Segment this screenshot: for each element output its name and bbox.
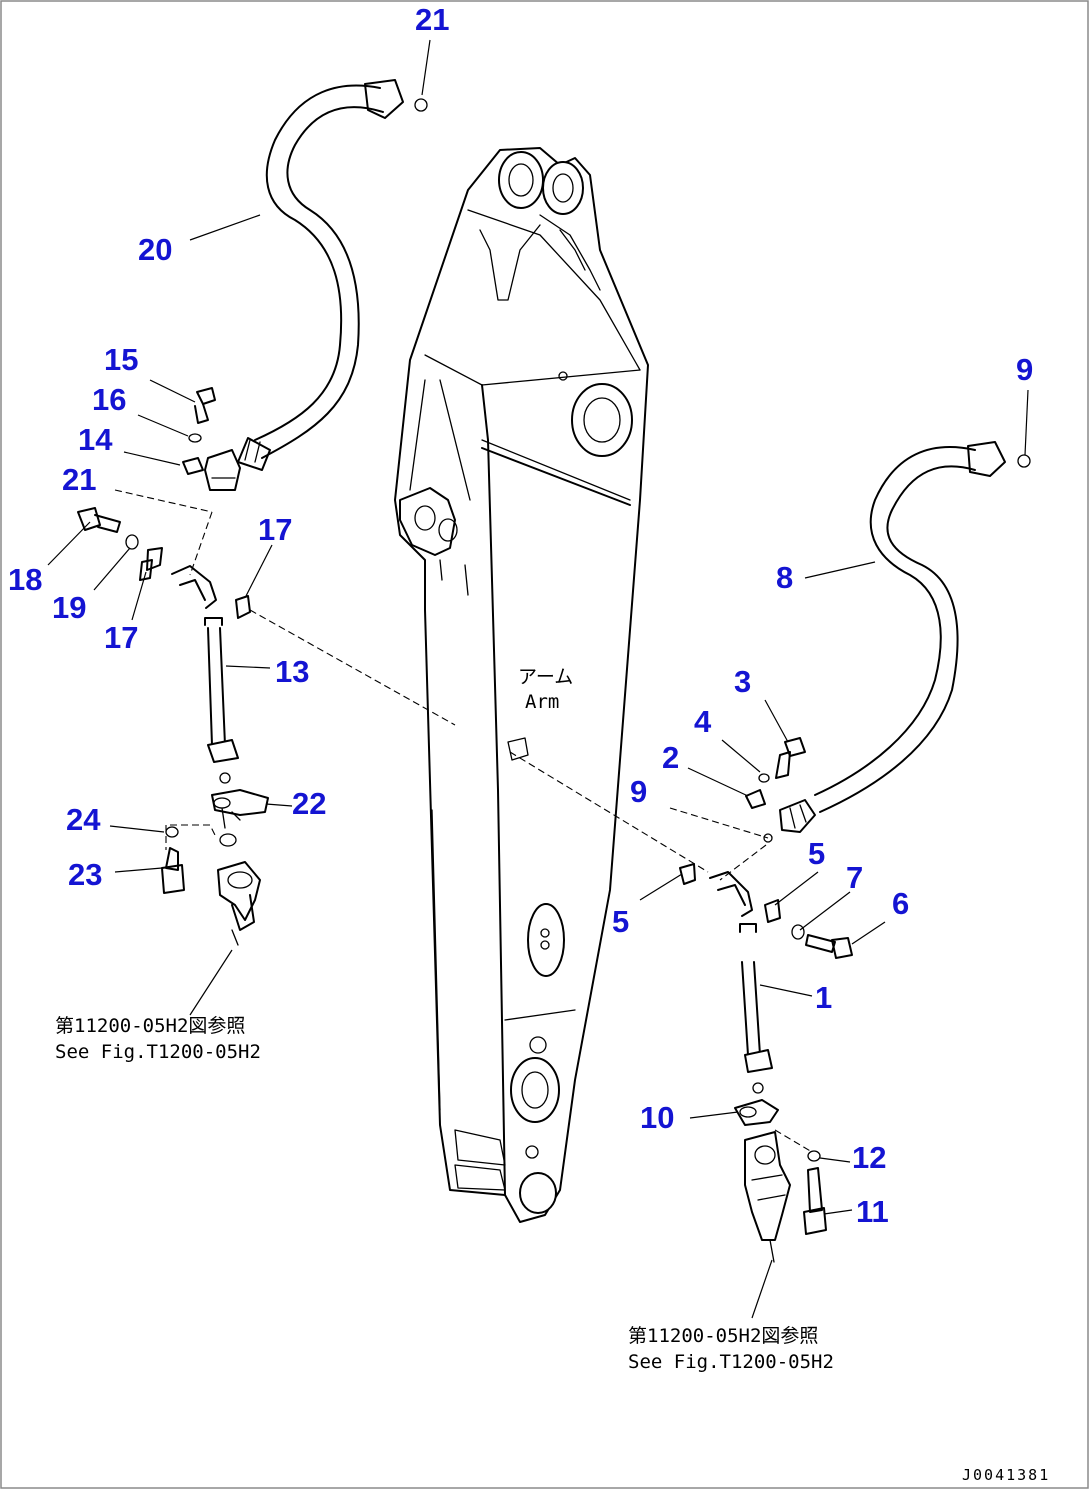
callout-22: 22 (292, 786, 326, 821)
callout-17-right: 17 (258, 512, 292, 547)
callout-6: 6 (892, 886, 909, 921)
callout-9-top: 9 (1016, 352, 1033, 387)
hose-8 (779, 441, 1006, 833)
callout-10: 10 (640, 1100, 674, 1135)
callout-19: 19 (52, 590, 86, 625)
callout-7: 7 (846, 860, 863, 895)
callout-numbers: 21 20 15 16 14 21 18 19 17 17 13 24 22 2… (8, 2, 1033, 1229)
callout-17-left: 17 (104, 620, 138, 655)
callout-16: 16 (92, 382, 126, 417)
reference-left-en: See Fig.T1200-05H2 (55, 1041, 261, 1063)
callout-3: 3 (734, 664, 751, 699)
dashed-lines (114, 489, 813, 1319)
arm-label-jp: アーム (518, 666, 573, 688)
reference-left-jp: 第11200-05H2図参照 (55, 1015, 245, 1037)
callout-20: 20 (138, 232, 172, 267)
drawing-code: J0041381 (962, 1466, 1050, 1484)
callout-23: 23 (68, 857, 102, 892)
callout-13: 13 (275, 654, 309, 689)
callout-9-mid: 9 (630, 774, 647, 809)
callout-5-right: 5 (808, 836, 825, 871)
callout-21-top: 21 (415, 2, 449, 37)
callout-21-left: 21 (62, 462, 96, 497)
arm-label-en: Arm (525, 691, 559, 713)
hose-20 (237, 79, 404, 471)
callout-leaders (47, 39, 1031, 1215)
reference-right-en: See Fig.T1200-05H2 (628, 1351, 834, 1373)
reference-left: 第11200-05H2図参照 See Fig.T1200-05H2 (55, 1015, 261, 1063)
left-fittings (77, 387, 269, 946)
callout-24: 24 (66, 802, 101, 837)
arm-body: アーム Arm (394, 147, 649, 1223)
callout-11: 11 (856, 1194, 889, 1229)
callout-15: 15 (104, 342, 138, 377)
callout-2: 2 (662, 740, 679, 775)
callout-1: 1 (815, 980, 832, 1015)
callout-5-left: 5 (612, 904, 629, 939)
callout-8: 8 (776, 560, 793, 595)
right-fittings (679, 737, 853, 1263)
callout-14: 14 (78, 422, 113, 457)
reference-right-jp: 第11200-05H2図参照 (628, 1325, 818, 1347)
callout-18: 18 (8, 562, 42, 597)
callout-4: 4 (694, 704, 712, 739)
reference-right: 第11200-05H2図参照 See Fig.T1200-05H2 (628, 1325, 834, 1373)
callout-12: 12 (852, 1140, 886, 1175)
